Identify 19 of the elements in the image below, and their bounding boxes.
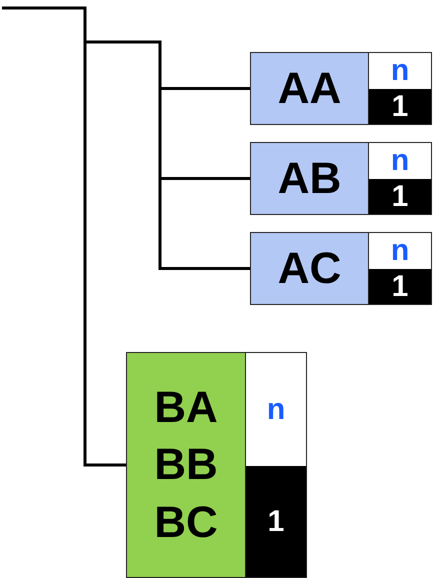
entity-name: AC <box>278 242 342 295</box>
entity-name: BB <box>154 439 218 492</box>
multiplicity-one-label: 1 <box>369 89 431 124</box>
entity-name: BA <box>154 382 218 434</box>
entity-box <box>250 142 432 215</box>
entity-box <box>250 52 432 125</box>
entity-name: AA <box>278 62 342 115</box>
connector-line <box>2 6 126 466</box>
entity-name: BC <box>154 496 218 549</box>
multiplicity-one-label: 1 <box>369 269 431 304</box>
multiplicity-many-label: n <box>369 143 431 179</box>
multiplicity-one-label: 1 <box>369 179 431 214</box>
multiplicity-many-label: n <box>246 353 306 466</box>
multiplicity-many-label: n <box>369 53 431 89</box>
multiplicity-one-label: 1 <box>246 466 306 577</box>
multiplicity-many-label: n <box>369 233 431 269</box>
entity-name: AB <box>278 152 342 205</box>
entity-box <box>126 352 307 578</box>
entity-box <box>250 232 432 305</box>
